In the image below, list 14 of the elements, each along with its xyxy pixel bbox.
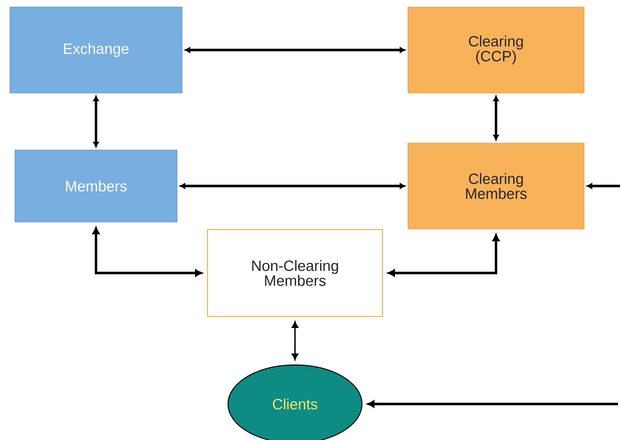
arrow [493,96,499,140]
arrow [93,96,99,148]
process-box: Exchange [10,6,182,94]
arrow [184,47,406,53]
arrow [388,234,500,277]
arrow [586,183,620,189]
arrow [367,400,618,408]
process-box: Clearing (CCP) [408,6,584,94]
process-box: Members [14,150,178,222]
process-box: Clearing Members [408,142,584,230]
arrow [92,227,202,277]
arrow [292,322,298,360]
arrow [180,183,406,189]
process-box: Non-Clearing Members [207,229,383,317]
